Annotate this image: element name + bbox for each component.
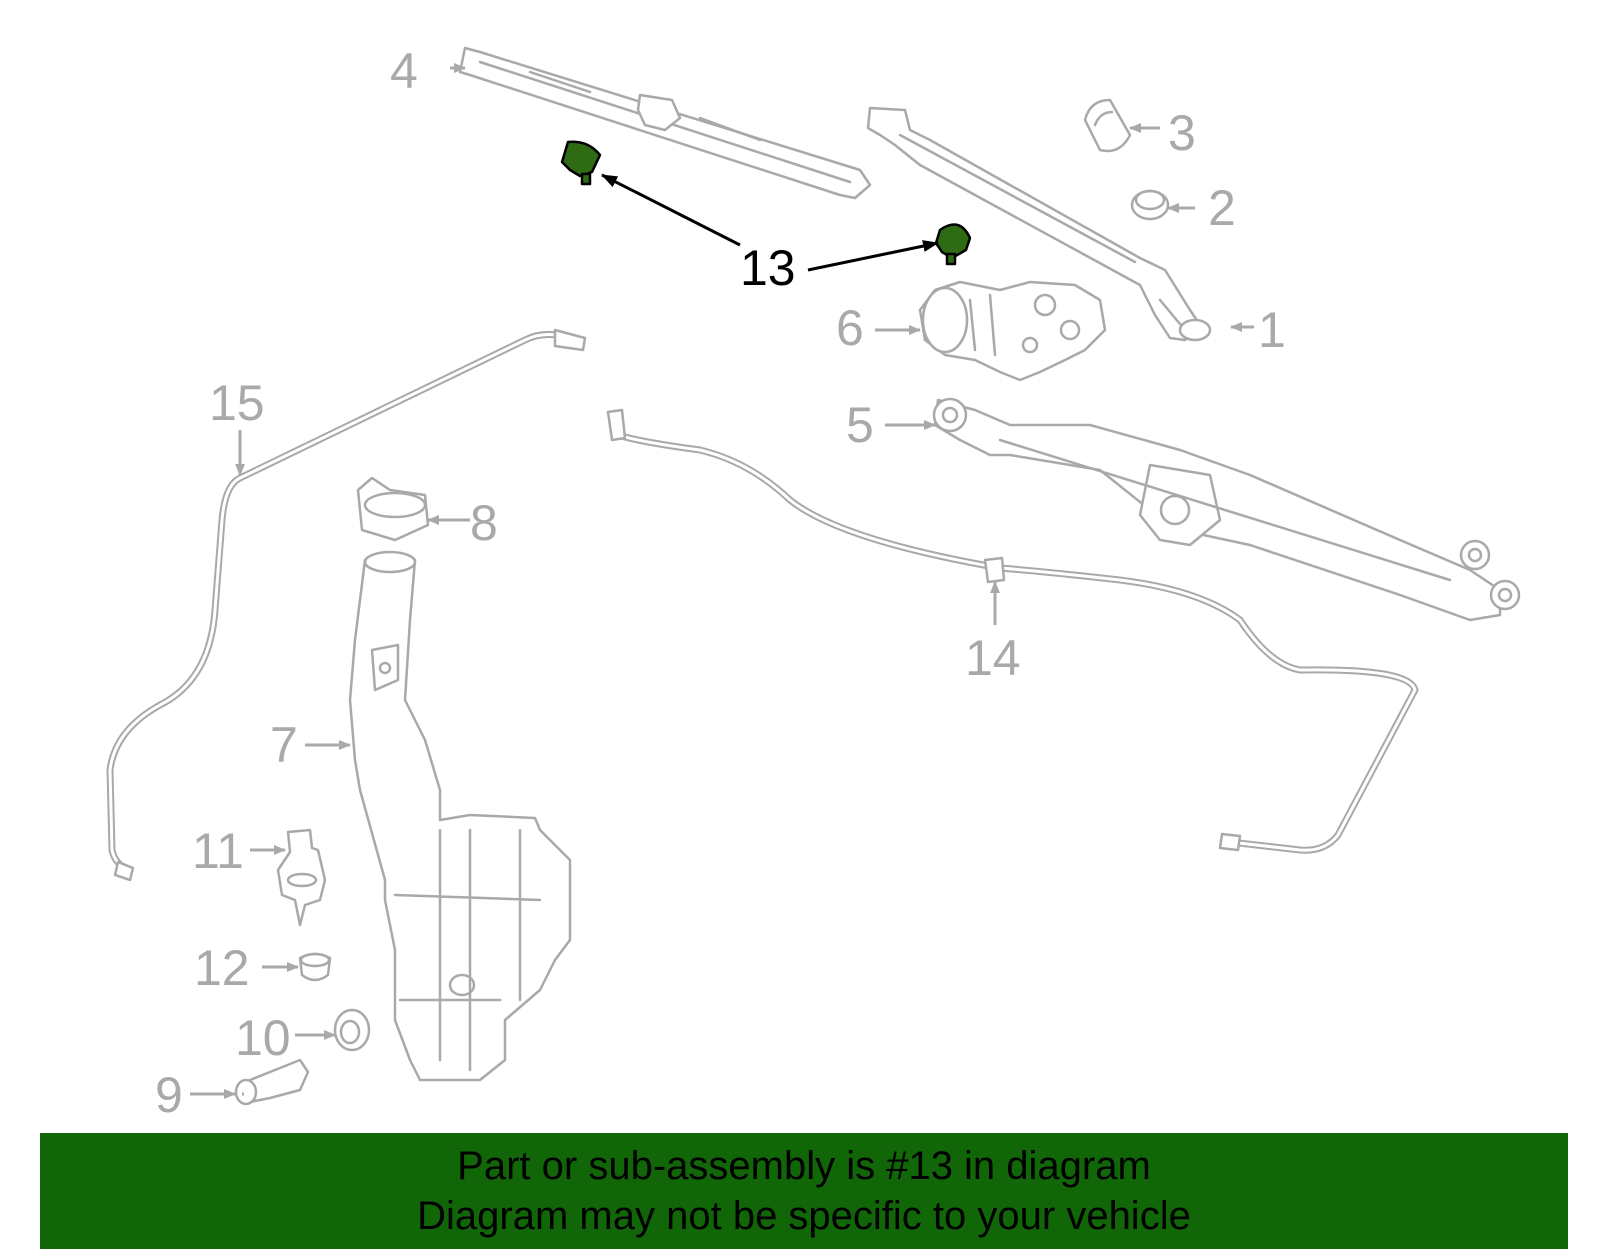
callout-2: 2 <box>1208 180 1236 236</box>
callout-15: 15 <box>209 375 265 431</box>
callout-14: 14 <box>965 630 1021 686</box>
part-13-washer-nozzle-left <box>560 140 602 186</box>
callout-8: 8 <box>470 495 498 551</box>
part-3-cap <box>1083 98 1132 153</box>
callout-13: 13 <box>740 240 796 296</box>
callout-3: 3 <box>1168 105 1196 161</box>
info-banner: Part or sub-assembly is #13 in diagram D… <box>40 1133 1568 1249</box>
part-6-wiper-motor <box>918 280 1107 382</box>
callout-11: 11 <box>192 823 244 879</box>
callout-6: 6 <box>836 300 864 356</box>
part-10-seal <box>333 1008 371 1052</box>
callout-arrows <box>190 63 1254 1099</box>
part-5-wiper-linkage <box>932 397 1521 622</box>
part-12-grommet <box>298 952 332 982</box>
part-1-wiper-arm <box>866 106 1212 342</box>
part-2-cover <box>1130 189 1170 221</box>
callout-arrows-highlighted <box>601 173 939 272</box>
part-11-washer-pump <box>276 828 327 927</box>
part-13-washer-nozzle-right <box>934 223 972 266</box>
callout-12: 12 <box>194 940 250 996</box>
part-9-connector <box>234 1058 310 1106</box>
callout-4: 4 <box>390 43 418 99</box>
part-14-washer-hose <box>606 408 1419 854</box>
part-7-washer-reservoir <box>348 550 572 1082</box>
callout-5: 5 <box>846 397 874 453</box>
callout-10: 10 <box>235 1010 291 1066</box>
banner-line-disclaimer: Diagram may not be specific to your vehi… <box>417 1194 1191 1238</box>
part-15-washer-hose <box>106 328 587 882</box>
banner-line-part: Part or sub-assembly is #13 in diagram <box>457 1144 1151 1188</box>
callout-9: 9 <box>155 1067 183 1123</box>
callout-7: 7 <box>270 717 298 773</box>
part-4-wiper-blade <box>458 46 872 200</box>
part-8-reservoir-cap <box>356 476 430 542</box>
callout-1: 1 <box>1258 302 1286 358</box>
